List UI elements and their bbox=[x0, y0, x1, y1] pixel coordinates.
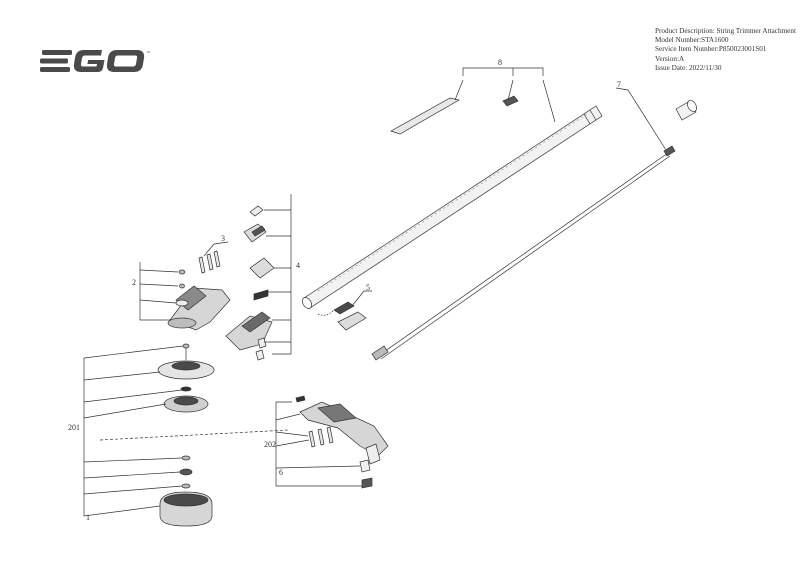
logo-o bbox=[106, 50, 145, 72]
guard-mount-parts bbox=[225, 205, 275, 361]
callout-5: 5 bbox=[366, 283, 370, 292]
shaft-end-cap bbox=[675, 100, 697, 121]
trimmer-head-stack bbox=[99, 343, 289, 527]
logo-e-top-bar bbox=[42, 50, 72, 55]
shaft-tube bbox=[301, 105, 603, 309]
callout-4: 4 bbox=[296, 261, 300, 270]
callout-202: 202 bbox=[264, 440, 276, 449]
screws-group bbox=[198, 250, 221, 274]
shaft-label-strip bbox=[390, 97, 460, 135]
callout-labels: 8 7 3 4 5 2 201 202 6 1 bbox=[68, 58, 621, 522]
callout-7: 7 bbox=[617, 80, 621, 89]
leader-lines bbox=[83, 67, 667, 517]
model-number: Model Number:STA1600 bbox=[655, 36, 729, 45]
shaft-small-label bbox=[502, 95, 519, 107]
callout-6: 6 bbox=[279, 468, 283, 477]
logo-e-mid-bar bbox=[40, 58, 68, 64]
gear-head-housing bbox=[167, 269, 231, 331]
callout-201: 201 bbox=[68, 423, 80, 432]
callout-2: 2 bbox=[132, 278, 136, 287]
logo-e-bottom-bar bbox=[40, 67, 70, 72]
logo-g bbox=[73, 50, 105, 72]
product-info-block: Product Description: String Trimmer Atta… bbox=[655, 27, 796, 73]
logo-trademark: ™ bbox=[146, 50, 150, 55]
service-item-number: Service Item Number:P850023001S01 bbox=[655, 45, 767, 54]
callout-3: 3 bbox=[221, 234, 225, 243]
drive-shaft bbox=[371, 145, 676, 361]
ego-logo: ™ bbox=[40, 50, 150, 72]
trimmer-guard bbox=[295, 395, 389, 489]
version: Version:A bbox=[655, 54, 685, 63]
product-description: Product Description: String Trimmer Atta… bbox=[655, 27, 796, 35]
issue-date: Issue Date: 2022/11/30 bbox=[655, 63, 722, 72]
connector-assembly bbox=[317, 301, 367, 331]
callout-1: 1 bbox=[86, 513, 90, 522]
callout-8: 8 bbox=[498, 58, 502, 67]
